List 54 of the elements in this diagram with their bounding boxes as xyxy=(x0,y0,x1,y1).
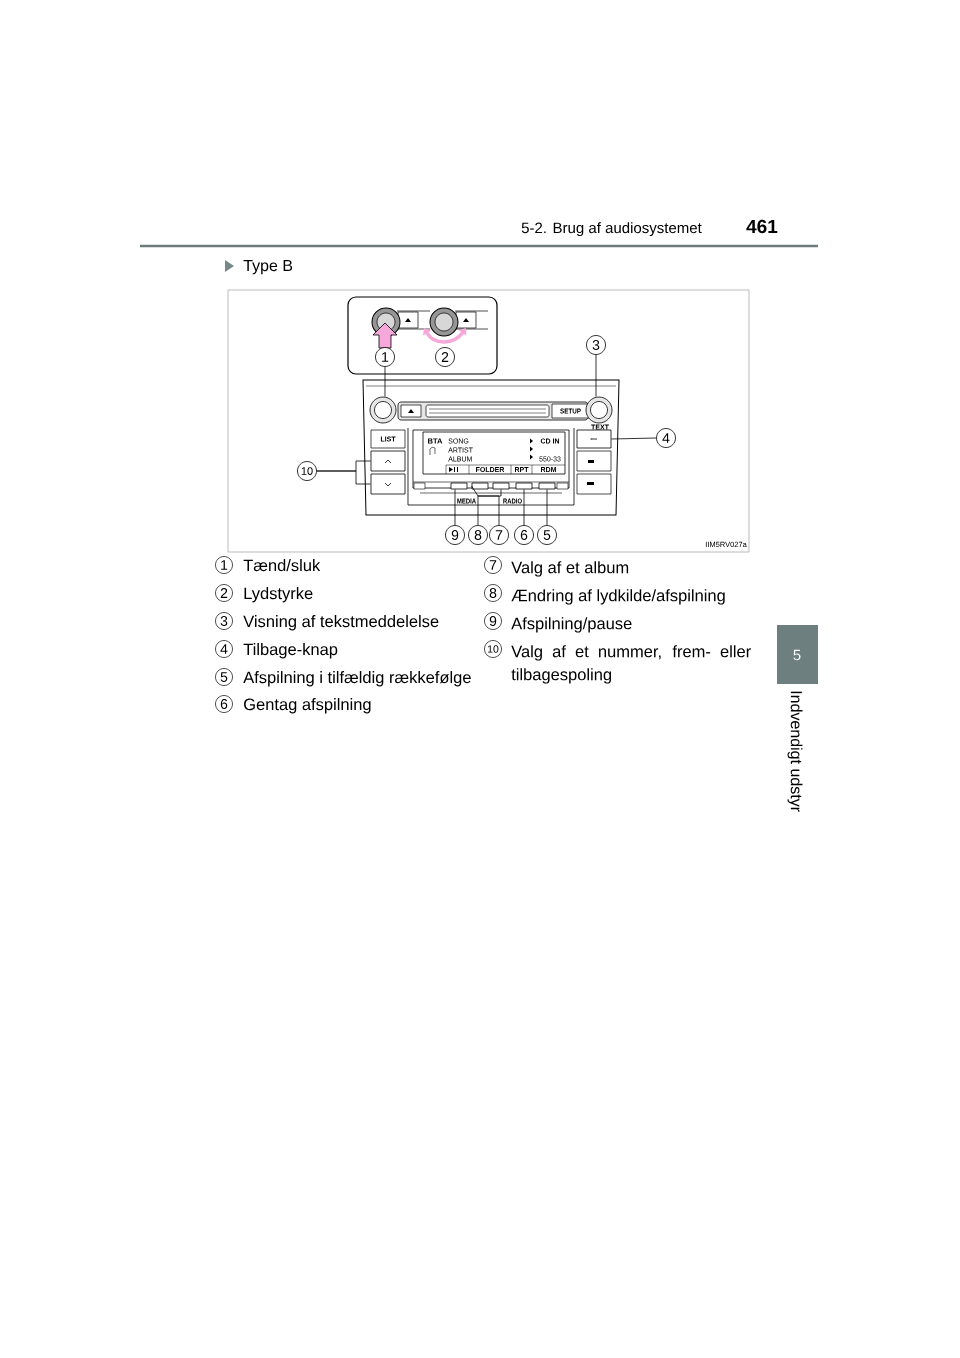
callout-number: 2 xyxy=(215,584,233,602)
side-tab: 5 xyxy=(777,625,818,684)
description-text: Ændring af lydkilde/afspilning xyxy=(511,589,725,605)
callout-number: 5 xyxy=(537,525,557,545)
panel-button xyxy=(370,473,406,495)
description-text: Valg af et album xyxy=(511,561,629,577)
callout-number: 6 xyxy=(514,525,534,545)
panel-button xyxy=(370,450,406,472)
description-text: Afspilning i tilfældig rækkefølge xyxy=(243,671,471,687)
callout-number: 5 xyxy=(215,668,233,686)
description-text: Valg af et nummer, frem- eller tilbagespoling xyxy=(511,645,751,684)
callout-number: 6 xyxy=(215,695,233,713)
leader-line xyxy=(384,366,386,397)
description-text: Tænd/sluk xyxy=(243,559,321,572)
callout-number: 7 xyxy=(484,556,502,574)
leader-line xyxy=(454,489,456,526)
soft-key xyxy=(471,482,489,490)
soft-key xyxy=(515,482,533,490)
leader-line xyxy=(316,470,371,485)
soft-key xyxy=(538,482,556,490)
callout-number: 8 xyxy=(468,525,488,545)
callout-number: 10 xyxy=(297,461,317,481)
callout-number: 9 xyxy=(445,525,465,545)
callout-number: 1 xyxy=(375,347,395,367)
soft-key xyxy=(450,482,468,490)
leader-line xyxy=(523,489,525,526)
description-text: Afspilning/pause xyxy=(511,617,632,633)
leader-line xyxy=(498,489,502,526)
page-section-title: 5-2. Brug af audiosystemet xyxy=(521,222,702,237)
callout-number: 2 xyxy=(435,347,455,367)
callout-number: 4 xyxy=(215,640,233,658)
type-heading: Type B xyxy=(243,260,293,275)
callout-number: 10 xyxy=(484,640,502,658)
leader-line xyxy=(546,489,548,526)
callout-number: 3 xyxy=(586,335,606,355)
page-number: 461 xyxy=(746,219,778,234)
soft-key xyxy=(492,482,510,490)
panel-button xyxy=(576,429,612,449)
callout-number: 4 xyxy=(656,428,676,448)
leader-line xyxy=(611,437,657,440)
callout-number: 9 xyxy=(484,612,502,630)
description-text: Tilbage-knap xyxy=(243,643,338,659)
callout-number: 3 xyxy=(215,612,233,630)
leader-line xyxy=(471,485,500,526)
callout-number: 8 xyxy=(484,584,502,602)
leader-line xyxy=(595,354,597,397)
knob xyxy=(369,396,397,424)
description-text: Gentag afspilning xyxy=(244,698,371,714)
tab-title: Indvendigt udstyr xyxy=(787,691,803,812)
description-text: Lydstyrke xyxy=(244,587,313,603)
callout-number: 1 xyxy=(215,556,233,574)
knob xyxy=(585,396,613,424)
callout-number: 7 xyxy=(489,525,509,545)
description-text: Visning af tekstmeddelelse xyxy=(243,615,439,631)
